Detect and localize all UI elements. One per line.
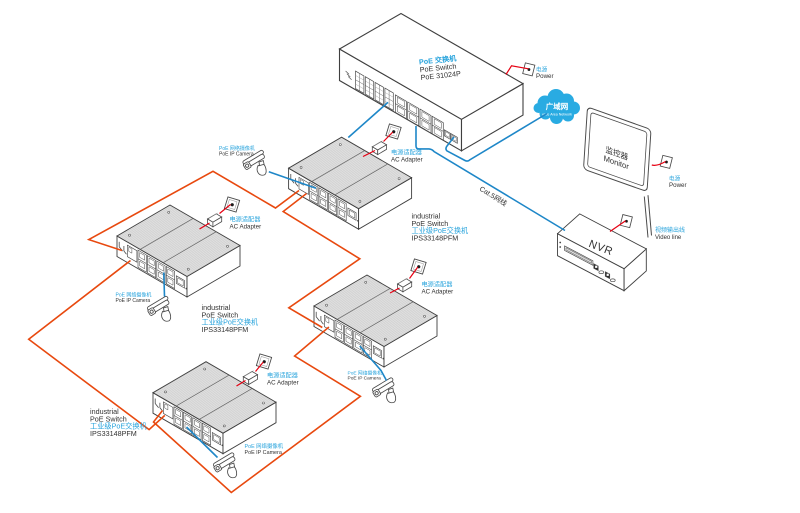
svg-text:PoE 网络摄像机: PoE 网络摄像机 — [245, 442, 284, 450]
svg-text:IPS33148PFM: IPS33148PFM — [202, 325, 249, 334]
svg-text:Video line: Video line — [655, 235, 682, 241]
svg-text:电源适配器: 电源适配器 — [422, 281, 454, 289]
svg-text:工业级PoE交换机: 工业级PoE交换机 — [202, 318, 260, 327]
svg-text:PoE IP Camera: PoE IP Camera — [116, 298, 151, 304]
svg-text:PoE 交换机: PoE 交换机 — [418, 54, 457, 67]
svg-text:AC Adapter: AC Adapter — [267, 380, 299, 387]
svg-text:PoE 31024P: PoE 31024P — [420, 69, 461, 82]
svg-text:Power: Power — [536, 73, 554, 80]
svg-text:PoE 网络摄像机: PoE 网络摄像机 — [116, 291, 152, 298]
svg-text:广域网: 广域网 — [546, 101, 569, 111]
svg-text:PoE 网络摄像机: PoE 网络摄像机 — [219, 145, 255, 152]
svg-text:工业级PoE交换机: 工业级PoE交换机 — [90, 422, 148, 431]
svg-text:IPS33148PFM: IPS33148PFM — [90, 429, 137, 438]
svg-text:电源适配器: 电源适配器 — [391, 149, 423, 157]
svg-text:PoE 网络摄像机: PoE 网络摄像机 — [348, 369, 383, 376]
svg-text:电源适配器: 电源适配器 — [267, 372, 299, 380]
svg-text:PoE Switch: PoE Switch — [202, 310, 239, 319]
svg-text:industrial: industrial — [412, 212, 441, 221]
svg-text:PoE IP Camera: PoE IP Camera — [219, 151, 254, 157]
svg-text:PoE Switch: PoE Switch — [412, 219, 449, 228]
svg-text:工业级PoE交换机: 工业级PoE交换机 — [412, 226, 470, 235]
svg-text:PoE IP Camera: PoE IP Camera — [245, 450, 282, 456]
svg-text:industrial: industrial — [90, 407, 119, 416]
svg-text:电源: 电源 — [536, 66, 548, 74]
svg-text:电源适配器: 电源适配器 — [230, 216, 262, 224]
svg-text:电源: 电源 — [669, 175, 681, 183]
svg-text:industrial: industrial — [202, 303, 231, 312]
svg-text:AC Adapter: AC Adapter — [230, 224, 262, 231]
svg-text:PoE Switch: PoE Switch — [90, 414, 127, 423]
svg-text:PoE IP Camera: PoE IP Camera — [348, 376, 382, 382]
svg-text:wide Area Network: wide Area Network — [542, 113, 572, 117]
svg-text:Power: Power — [669, 182, 687, 189]
svg-text:AC Adapter: AC Adapter — [391, 157, 423, 164]
svg-text:PoE Switch: PoE Switch — [419, 61, 457, 74]
svg-text:AC Adapter: AC Adapter — [422, 289, 454, 296]
svg-text:视频输出线: 视频输出线 — [655, 226, 685, 234]
svg-text:IPS33148PFM: IPS33148PFM — [412, 233, 459, 242]
